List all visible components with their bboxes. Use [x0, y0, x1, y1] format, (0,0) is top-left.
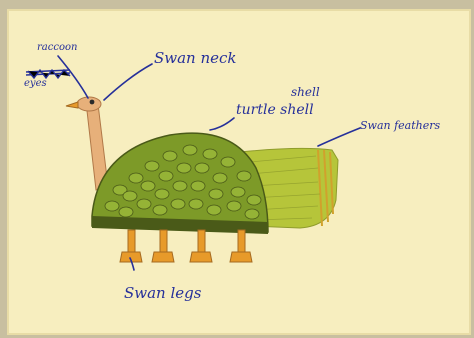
label-swan-neck: Swan neck — [154, 51, 237, 66]
label-raccoon: raccoon — [37, 43, 77, 53]
label-shell: shell — [291, 86, 320, 98]
label-eyes: eyes — [24, 79, 47, 89]
raccoon-eye — [90, 100, 95, 105]
label-swan-legs: Swan legs — [124, 286, 201, 301]
swan-head — [77, 97, 101, 111]
label-swan-feathers: Swan feathers — [360, 120, 440, 131]
label-turtle-shell: turtle shell — [236, 103, 314, 117]
